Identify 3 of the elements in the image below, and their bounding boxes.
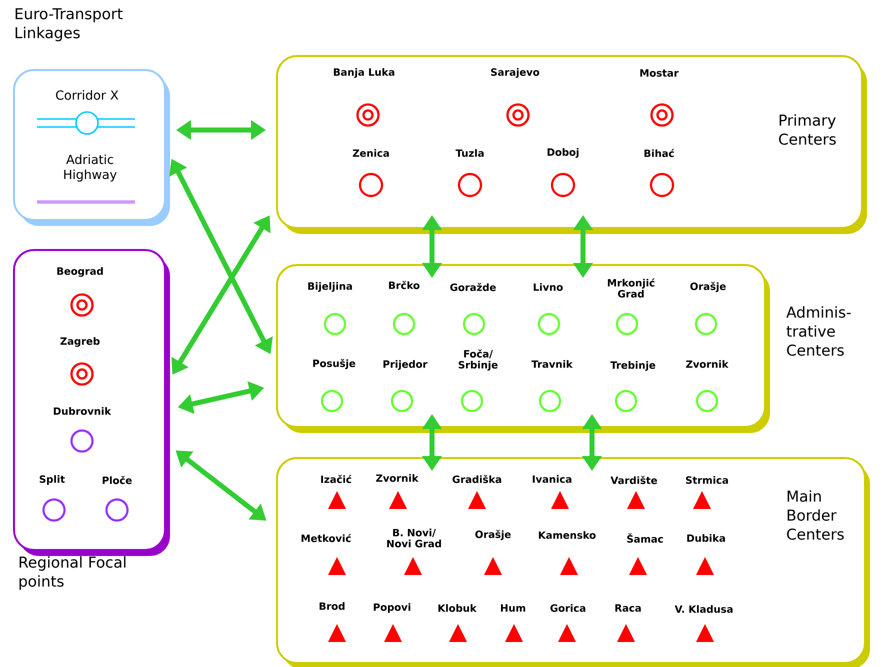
group-heading: Regional Focal points <box>20 556 126 590</box>
group-heading: Adminis-trative Centers <box>786 306 851 356</box>
group-heading: Euro-Transport Linkages <box>16 8 123 42</box>
